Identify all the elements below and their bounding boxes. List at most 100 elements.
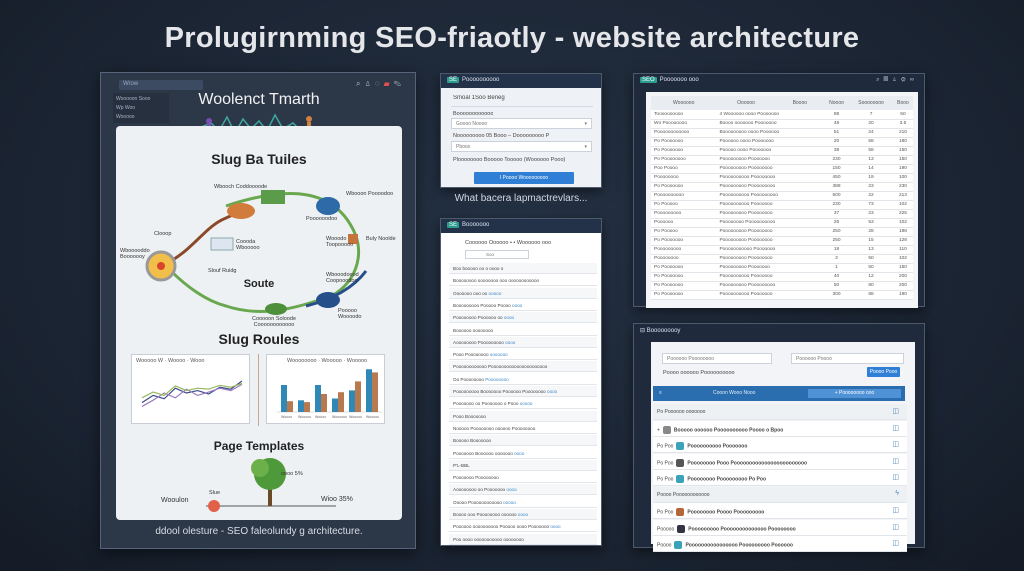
save-button[interactable]: Poooo Pooo [867, 367, 900, 377]
list-item-link[interactable]: oooo [517, 512, 529, 517]
group-header[interactable]: Po Poooooo ooooooo◫ [653, 404, 907, 420]
row-action-icon[interactable]: ◫ [892, 457, 899, 465]
column-header[interactable]: Soooooooo [849, 96, 893, 110]
column-header[interactable]: Boooo [775, 96, 824, 110]
row-action-icon[interactable]: ◫ [892, 540, 899, 547]
list-item[interactable]: Aoooooooo Pooooooooo oooo [449, 336, 597, 348]
user-icon[interactable]: ♙ [364, 79, 375, 88]
search-icon[interactable]: ⌕ [355, 79, 365, 88]
row-action-icon[interactable]: ◫ [892, 408, 899, 415]
list-item[interactable]: Ooooooo ooo oo ooooo [449, 287, 597, 299]
sidebar-item[interactable]: Wp Woo [116, 105, 136, 111]
text-input[interactable]: Poooooo Poooo [791, 353, 904, 364]
search-input[interactable]: Soo [465, 250, 529, 259]
link-icon[interactable]: ∞ [909, 77, 918, 83]
list-item[interactable]: Poooooooo Poooooo oo oooo [449, 312, 597, 324]
list-item-link[interactable]: oooo [505, 339, 516, 345]
column-header[interactable]: Booo [892, 96, 913, 110]
field2-select[interactable]: Pboos▾ [451, 141, 592, 152]
list-item[interactable]: Nooooo Poooooooo oooooo Poooooooo [449, 423, 597, 434]
add-button[interactable]: + Poooooooo ooo [808, 389, 901, 398]
list-item-link[interactable]: oooo [547, 389, 558, 394]
list-item[interactable]: Pooo Booooooo [449, 410, 597, 422]
flag-icon[interactable]: ▰ [383, 79, 394, 88]
list-item-link[interactable]: ooooo [519, 401, 533, 407]
list-item-link[interactable]: oooo [514, 450, 525, 456]
list-item-link[interactable]: ooooo [488, 290, 502, 296]
sidebar-item[interactable]: Wooooon Sooo [116, 96, 151, 102]
row-action-icon[interactable]: ◫ [892, 523, 899, 531]
list-item[interactable]: Pooooooooo Booooooo Poooooo Poooooooo oo… [449, 386, 597, 397]
list-item-link[interactable]: oooo [550, 524, 561, 530]
list-item[interactable]: Poo oooo ooooooooooo oooooooo [449, 533, 597, 545]
list-item[interactable]: Boooooo oooooooo [449, 325, 597, 336]
list-item[interactable]: Aoooooooo oo Pooooooo oooo [449, 484, 597, 496]
list-item[interactable]: Boo booooo oo o oooo o [449, 263, 597, 274]
list-item[interactable]: Oo Poooooooo Poooooooo [449, 374, 597, 385]
bell-icon[interactable]: ◌ [374, 79, 384, 88]
collapse-icon[interactable]: ≡ [659, 390, 662, 396]
row-action-icon[interactable]: ◫ [892, 507, 899, 514]
search-input[interactable]: Wrow [119, 80, 203, 90]
search-icon[interactable]: ⌕ [876, 77, 884, 83]
text-input[interactable]: Poooooo Poooooooo [662, 353, 772, 364]
list-item[interactable]: P'L-BBL [449, 459, 597, 471]
list-item[interactable]: Poooooooooooo Poooooooooooooooooooooo [449, 361, 597, 373]
column-header[interactable]: Oooooo [716, 96, 776, 110]
field1-select[interactable]: Goooo Noooo▾ [451, 118, 592, 129]
row-action-icon[interactable]: ◫ [892, 474, 899, 481]
column-header[interactable]: Woooooo [651, 96, 717, 110]
menu-icon[interactable]: ⊟ [640, 328, 647, 334]
list-item[interactable]: Booooo Booooooo [449, 435, 597, 447]
column-header[interactable]: Noooo [823, 96, 850, 110]
list-item[interactable]: Ooooo Poooooooooooo ooooo [449, 497, 597, 508]
list-item[interactable]: Pooooooo oo Pooooooo o Pooo ooooo [449, 398, 597, 410]
user-icon[interactable]: ♙ [892, 77, 901, 83]
list-item[interactable]: Pooo Poooooooo ooooooo [449, 349, 597, 361]
row-action-icon[interactable]: ◫ [892, 424, 899, 432]
list-item[interactable]: Boooo ooo Poooooooo oooooo oooo [449, 509, 597, 520]
trash-icon[interactable]: ▤ [883, 77, 893, 83]
list-item-link[interactable]: ooooooo [489, 352, 508, 358]
row-action-icon[interactable]: ◫ [892, 441, 899, 448]
list-item-link[interactable]: oooo [512, 302, 523, 308]
list-item[interactable]: Booooooooo Pooooo Poooo oooo [449, 300, 597, 311]
list-item[interactable]: Poooooo oooooooooo Pooooo oooo Pooooooo … [449, 521, 597, 533]
list-item-link[interactable]: ooooo [503, 499, 516, 505]
settings-icon[interactable]: ⚙ [900, 77, 910, 83]
list-item-link[interactable]: oooo [506, 487, 517, 493]
settings-icon[interactable]: ✎ [393, 79, 405, 88]
list-item[interactable]: Pooooooo Boooooo ooooooo oooo [449, 448, 597, 459]
list-item-link[interactable]: Poooooooo [485, 376, 509, 382]
list-item[interactable]: Boooooooo oooooooo ooo oooooooooooo [449, 275, 597, 287]
submit-button[interactable]: I Poooo Wooooooooo [474, 172, 574, 184]
sidebar-item[interactable]: Wooooo [116, 114, 135, 120]
settings-row[interactable]: +Booooo oooooo Poooooooooo Poooo o Bpoo◫ [653, 420, 907, 437]
row-action-icon[interactable]: ϟ [895, 489, 899, 497]
